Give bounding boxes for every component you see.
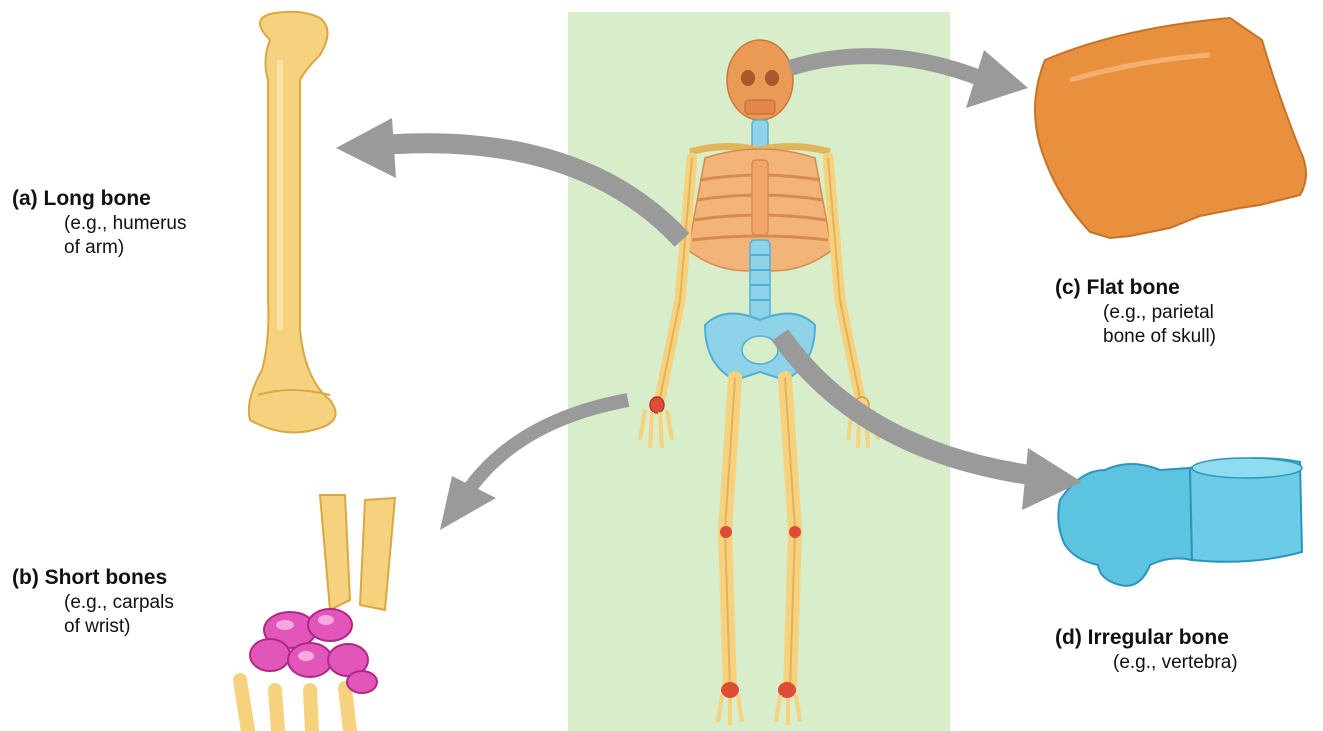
lumbar-spine bbox=[750, 240, 770, 320]
label-flat-bone-desc2: bone of skull) bbox=[1103, 325, 1216, 349]
label-flat-bone-letter: (c) bbox=[1055, 276, 1081, 299]
label-short-bones-name: Short bones bbox=[45, 566, 168, 589]
left-knee bbox=[720, 526, 732, 538]
label-short-bones-desc1: (e.g., carpals bbox=[64, 591, 174, 615]
left-wrist bbox=[650, 397, 664, 413]
label-long-bone-letter: (a) bbox=[12, 187, 38, 210]
arrow-to-long-bone-head bbox=[336, 118, 396, 178]
label-flat-bone-desc1: (e.g., parietal bbox=[1103, 301, 1216, 325]
label-irregular-bone-letter: (d) bbox=[1055, 626, 1082, 649]
label-irregular-bone-title: (d) Irregular bone bbox=[1055, 625, 1238, 651]
label-flat-bone-title: (c) Flat bone bbox=[1055, 275, 1216, 301]
label-short-bones-letter: (b) bbox=[12, 566, 39, 589]
label-irregular-bone: (d) Irregular bone (e.g., vertebra) bbox=[1055, 625, 1238, 675]
label-irregular-bone-name: Irregular bone bbox=[1088, 626, 1229, 649]
label-long-bone-name: Long bone bbox=[44, 187, 151, 210]
label-irregular-bone-desc1: (e.g., vertebra) bbox=[1113, 651, 1238, 675]
label-long-bone-title: (a) Long bone bbox=[12, 186, 187, 212]
short-bones-wrist bbox=[240, 495, 395, 731]
right-knee bbox=[789, 526, 801, 538]
label-short-bones-desc2: of wrist) bbox=[64, 615, 174, 639]
label-flat-bone: (c) Flat bone (e.g., parietal bone of sk… bbox=[1055, 275, 1216, 349]
long-bone-humerus bbox=[249, 12, 336, 433]
label-long-bone: (a) Long bone (e.g., humerus of arm) bbox=[12, 186, 187, 260]
label-long-bone-desc1: (e.g., humerus bbox=[64, 212, 187, 236]
arrow-to-flat-bone-head bbox=[966, 50, 1028, 108]
label-long-bone-desc2: of arm) bbox=[64, 236, 187, 260]
arrow-to-short-bones-head bbox=[440, 476, 496, 530]
irregular-bone-vertebra bbox=[1058, 458, 1302, 586]
label-short-bones: (b) Short bones (e.g., carpals of wrist) bbox=[12, 565, 174, 639]
flat-bone-parietal bbox=[1035, 18, 1306, 238]
label-flat-bone-name: Flat bone bbox=[1087, 276, 1180, 299]
label-short-bones-title: (b) Short bones bbox=[12, 565, 174, 591]
